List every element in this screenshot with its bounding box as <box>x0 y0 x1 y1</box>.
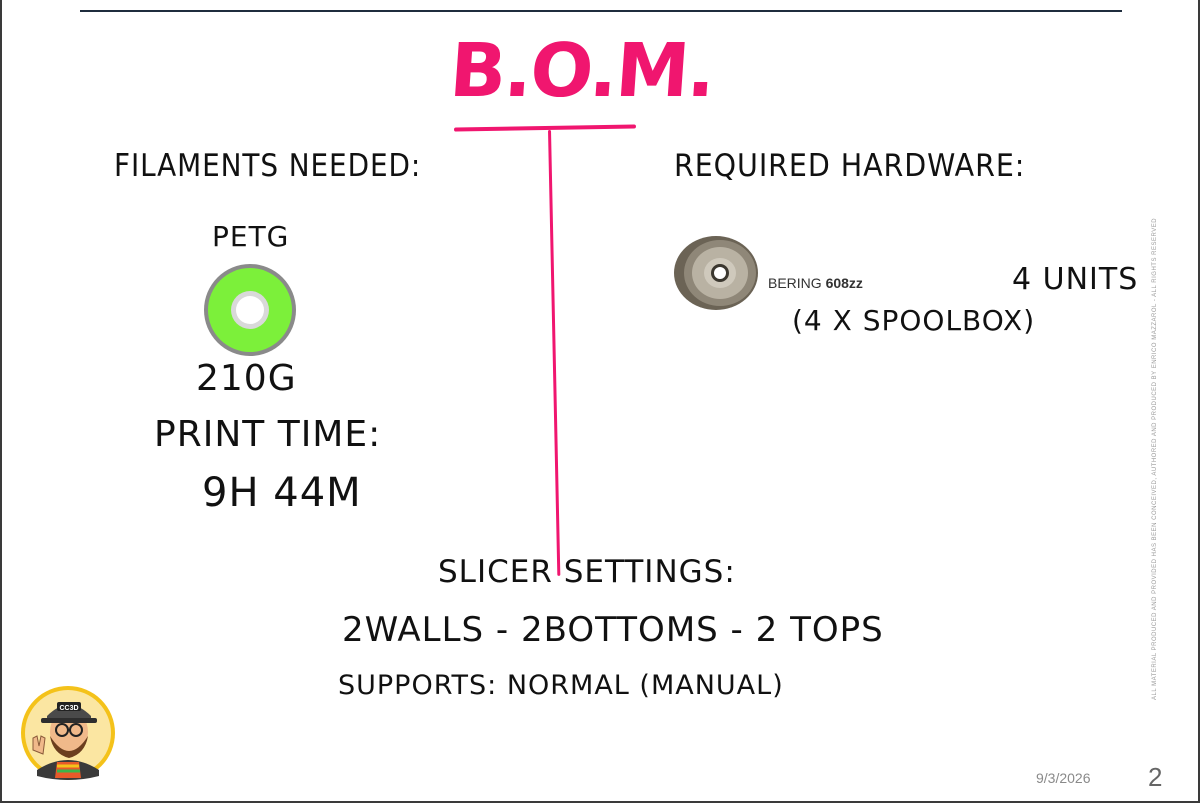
filament-spool-icon <box>204 264 296 356</box>
bearing-model: 608zz <box>825 275 863 291</box>
filaments-heading: FILAMENTS NEEDED: <box>114 148 422 184</box>
print-time-value: 9H 44M <box>202 470 362 516</box>
filament-material: PETG <box>212 220 290 253</box>
slicer-supports: SUPPORTS: NORMAL (MANUAL) <box>338 670 784 701</box>
title-underline <box>453 124 637 132</box>
legal-notice: ALL MATERIAL PRODUCED AND PROVIDED HAS B… <box>1152 217 1158 700</box>
vertical-divider <box>548 129 561 576</box>
bearing-note: (4 X SPOOLBOX) <box>792 304 1036 337</box>
bearing-units: 4 UNITS <box>1012 262 1139 297</box>
slicer-walls: 2WALLS - 2BOTTOMS - 2 TOPS <box>342 610 884 650</box>
slicer-heading: SLICER SETTINGS: <box>438 554 736 590</box>
slide-date: 9/3/2026 <box>1036 770 1091 786</box>
filament-weight: 210G <box>196 358 297 399</box>
top-rule <box>80 10 1122 12</box>
avatar: CC3D <box>21 686 115 780</box>
page-number: 2 <box>1148 762 1163 792</box>
hardware-heading: REQUIRED HARDWARE: <box>674 148 1026 184</box>
print-time-label: PRINT TIME: <box>154 414 382 455</box>
slide-title: B.O.M. <box>446 28 717 114</box>
bearing-icon <box>674 236 758 310</box>
bearing-brand: BERING <box>768 275 822 291</box>
bearing-label: BERING 608zz <box>768 275 863 291</box>
avatar-badge: CC3D <box>59 705 78 712</box>
